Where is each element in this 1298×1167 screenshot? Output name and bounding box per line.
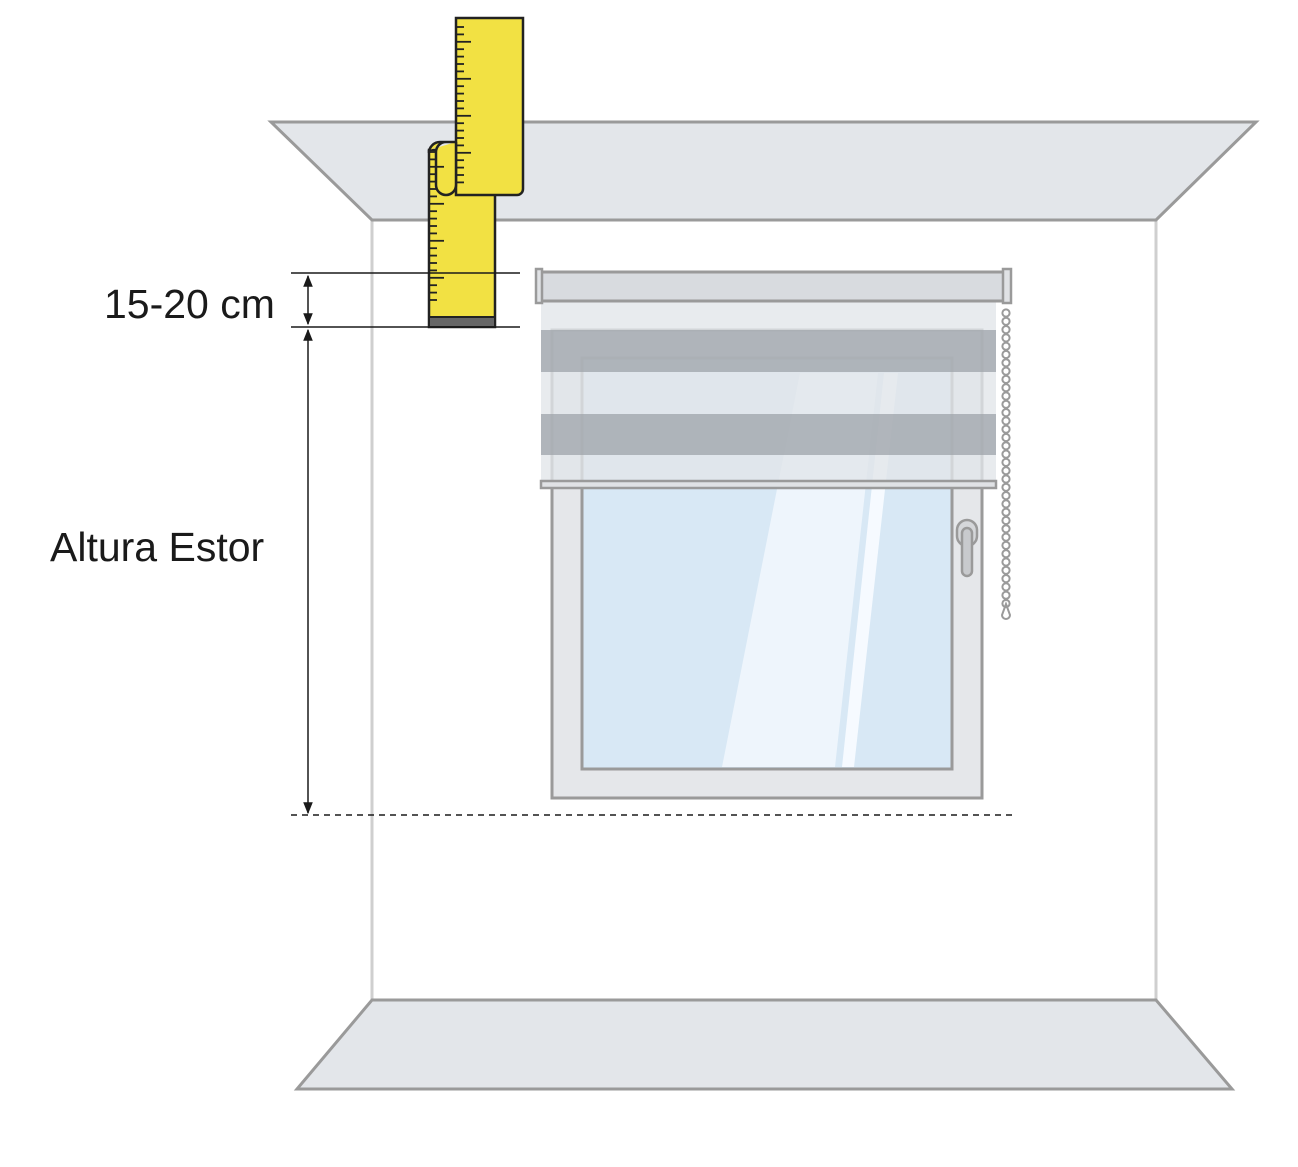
chain-bead <box>1001 532 1011 542</box>
chain-bead <box>1001 466 1011 476</box>
blind-bottom-bar <box>539 479 998 490</box>
chain-bead <box>1001 474 1011 484</box>
chain-bead <box>1001 358 1011 368</box>
chain-bead <box>1001 383 1011 393</box>
chain-bead <box>1001 515 1011 526</box>
pull-chain <box>1000 308 1012 620</box>
chain-bead <box>1001 341 1011 351</box>
chain-bead <box>1001 557 1011 567</box>
chain-bead <box>1001 549 1011 559</box>
dimension-lines <box>291 272 1012 816</box>
roller-tube <box>536 270 1012 303</box>
height-label: Altura Estor <box>50 524 264 570</box>
chain-bead <box>1001 540 1011 551</box>
blind-band <box>541 330 996 372</box>
chain-bead <box>1001 598 1011 609</box>
chain-bead <box>1001 366 1011 376</box>
gap-label: 15-20 cm <box>104 281 275 327</box>
chain-bead <box>1001 333 1011 343</box>
chain-bead <box>1001 491 1011 501</box>
chain-bead <box>1001 524 1011 534</box>
floor <box>293 998 1236 1091</box>
window-handle-icon <box>955 518 979 578</box>
chain-bead <box>1001 316 1011 326</box>
blind-band <box>541 414 996 455</box>
chain-bead <box>1001 449 1011 459</box>
chain-bead <box>1001 565 1011 575</box>
chain-bead <box>1001 325 1011 335</box>
chain-bead <box>1001 507 1011 517</box>
ceiling <box>267 120 1260 222</box>
chain-bead <box>1001 416 1011 426</box>
chain-bead <box>1001 590 1011 600</box>
chain-bead <box>1001 582 1011 592</box>
chain-bead <box>1001 374 1011 384</box>
chain-bead <box>1001 499 1011 509</box>
chain-bead <box>1001 408 1011 418</box>
chain-bead <box>1001 424 1011 434</box>
chain-bead <box>1001 308 1011 318</box>
chain-bead <box>1001 349 1011 360</box>
chain-bead <box>1001 399 1011 409</box>
chain-bead <box>1001 574 1011 584</box>
chain-bead <box>1001 432 1011 443</box>
tape-measure-icon <box>427 16 525 329</box>
chain-bead <box>1001 441 1011 451</box>
chain-bead <box>1001 391 1011 401</box>
chain-bead <box>1001 457 1011 467</box>
wall <box>370 220 1158 1000</box>
chain-bead <box>1001 482 1011 492</box>
roller-blind <box>534 267 1013 620</box>
chain-weight <box>1000 601 1012 620</box>
